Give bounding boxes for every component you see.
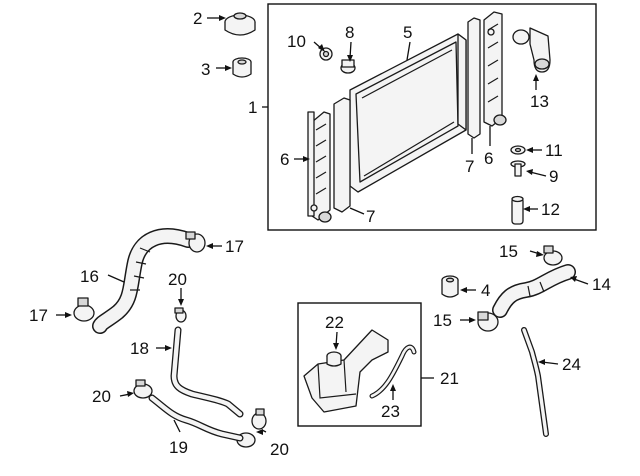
callout-4: 4 — [481, 281, 490, 300]
clamp-15-lower — [477, 311, 499, 332]
reservoir-cap-22 — [326, 351, 342, 367]
hose-18 — [170, 326, 244, 418]
callout-11: 11 — [545, 141, 563, 160]
callout-labels: 1 2 3 4 5 6 6 7 7 8 9 10 11 12 13 14 15 … — [29, 9, 611, 459]
seal-left — [333, 97, 351, 213]
reservoir-hose-23 — [369, 344, 417, 399]
callout-20-left: 20 — [92, 387, 111, 406]
grommet-4 — [441, 275, 459, 298]
hose-19 — [148, 394, 244, 442]
washer-11 — [510, 145, 526, 155]
clamp-15-upper — [543, 245, 563, 266]
callout-1: 1 — [248, 98, 257, 117]
callout-9: 9 — [549, 167, 558, 186]
drain-plug-8 — [340, 59, 356, 74]
callout-24: 24 — [562, 355, 581, 374]
callout-7-right: 7 — [465, 157, 474, 176]
callout-15-lower: 15 — [433, 311, 452, 330]
leader-lines — [56, 15, 589, 435]
callout-16: 16 — [80, 267, 99, 286]
callout-14: 14 — [592, 275, 611, 294]
callout-22: 22 — [325, 313, 344, 332]
callout-7-left: 7 — [366, 207, 375, 226]
callout-6-left: 6 — [280, 150, 289, 169]
reservoir-assembly-box — [297, 302, 422, 427]
grommet-3 — [232, 57, 252, 78]
outlet-pipe-13 — [512, 27, 551, 73]
callout-18: 18 — [130, 339, 149, 358]
washer-10 — [319, 47, 333, 61]
callout-17-upper: 17 — [225, 237, 244, 256]
callout-12: 12 — [541, 200, 560, 219]
callout-6-right: 6 — [484, 149, 493, 168]
callout-3: 3 — [201, 60, 210, 79]
upper-hose-16 — [92, 228, 196, 334]
callout-2: 2 — [193, 9, 202, 28]
bolt-9 — [510, 160, 526, 177]
right-side-tank — [483, 11, 507, 127]
callout-10: 10 — [287, 32, 306, 51]
left-side-tank — [307, 111, 332, 223]
callout-20-top: 20 — [168, 270, 187, 289]
radiator-assembly-box — [267, 3, 597, 231]
clamp-20-left — [133, 379, 153, 399]
callout-21: 21 — [440, 369, 459, 388]
reservoir-tank — [303, 329, 389, 413]
callout-13: 13 — [530, 92, 549, 111]
seal-right — [467, 17, 481, 139]
callout-15-upper: 15 — [499, 242, 518, 261]
clamp-17-upper — [185, 231, 206, 253]
clamp-17-lower — [73, 297, 95, 322]
callout-5: 5 — [403, 23, 412, 42]
callout-19: 19 — [169, 438, 188, 457]
callout-8: 8 — [345, 23, 354, 42]
lower-hose-14 — [492, 264, 576, 318]
callout-23: 23 — [381, 402, 400, 421]
pin-12 — [511, 195, 524, 225]
clamp-20-bottom — [236, 408, 267, 448]
tube-24 — [521, 327, 549, 437]
callout-17-lower: 17 — [29, 306, 48, 325]
callout-20-bottom: 20 — [270, 440, 289, 459]
clamp-20-top — [174, 307, 187, 323]
radiator-cap — [224, 12, 256, 36]
